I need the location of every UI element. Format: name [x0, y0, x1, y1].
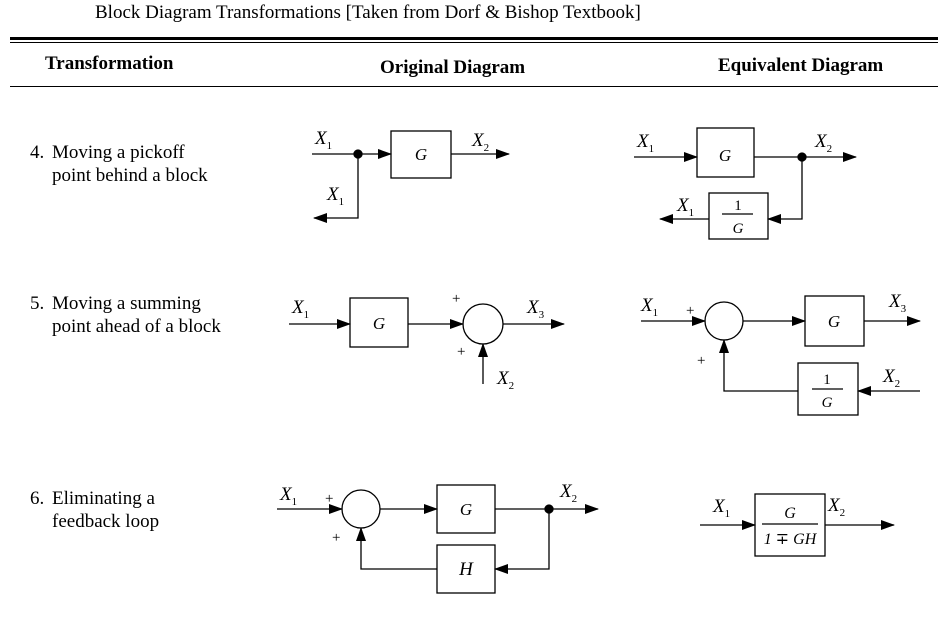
summing-junction [704, 301, 744, 341]
signal-label-x2: X2 [882, 366, 900, 390]
block-g-label: G [719, 146, 731, 165]
header-bottom-rule [10, 86, 938, 87]
pickoff-branch [313, 154, 359, 223]
signal-label-x1: X1 [279, 484, 297, 508]
header-top-thin-rule [10, 42, 938, 43]
block-inverse-g [797, 362, 859, 416]
block-g-label: G [415, 145, 427, 164]
plus-sign: + [686, 303, 694, 319]
page-title: Block Diagram Transformations [Taken fro… [95, 2, 641, 23]
fraction-numerator: 1 [734, 198, 742, 214]
row-label-line1: Moving a summing [52, 293, 201, 314]
row4-original-diagram [312, 130, 510, 223]
row-label-line2: point ahead of a block [52, 316, 221, 337]
header-top-rule [10, 37, 938, 40]
signal-label-x2: X2 [814, 131, 832, 155]
signal-label-x2: X2 [496, 368, 514, 392]
signal-label-x1: X1 [640, 295, 658, 319]
block-inverse-g [708, 192, 769, 240]
block-g-label: G [373, 314, 385, 333]
column-header-transformation: Transformation [45, 53, 174, 74]
signal-label-x1: X1 [636, 131, 654, 155]
row-label-line2: point behind a block [52, 165, 208, 186]
feedback-path [719, 339, 798, 392]
row-label-line1: Eliminating a [52, 488, 155, 509]
fraction-numerator: 1 [823, 372, 831, 388]
row-number: 6. [30, 488, 45, 509]
row-label-6: 6. Eliminating a feedback loop [30, 487, 159, 533]
fraction-denominator: G [733, 221, 744, 237]
signal-label-x2: X2 [827, 495, 845, 519]
signal-label-x1: X1 [291, 297, 309, 321]
plus-sign: + [697, 353, 705, 369]
row-label-4: 4. Moving a pickoff point behind a block [30, 141, 208, 187]
row5-original-diagram [289, 297, 565, 384]
signal-label-x1: X1 [326, 184, 344, 208]
row5-equivalent-diagram [641, 295, 921, 416]
feedback-path [356, 527, 437, 570]
signal-label-x3: X3 [888, 291, 907, 315]
row4-equivalent-diagram [634, 127, 857, 240]
block-g-label: G [828, 312, 840, 331]
signal-label-x1: X1 [676, 195, 694, 219]
plus-sign: + [332, 530, 340, 546]
plus-sign: + [457, 344, 465, 360]
row6-original-diagram [277, 484, 599, 594]
row-label-line1: Moving a pickoff [52, 142, 185, 163]
signal-label-x2: X2 [471, 130, 489, 154]
signal-label-x2: X2 [559, 481, 577, 505]
summing-junction [341, 489, 381, 529]
plus-sign: + [452, 291, 460, 307]
row-label-5: 5. Moving a summing point ahead of a bloc… [30, 292, 221, 338]
signal-label-x3: X3 [526, 297, 545, 321]
summing-junction [462, 303, 504, 345]
feedback-path [494, 509, 550, 574]
row-label-line2: feedback loop [52, 511, 160, 532]
fraction-denominator: G [822, 395, 833, 411]
block-h-label: H [458, 559, 474, 580]
row-number: 4. [30, 142, 45, 163]
block-g-label: G [460, 500, 472, 519]
signal-label-x1: X1 [314, 128, 332, 152]
block-g [696, 127, 755, 178]
column-header-original: Original Diagram [380, 57, 526, 78]
signal-label-x1: X1 [712, 496, 730, 520]
plus-sign: + [325, 491, 333, 507]
column-header-equivalent: Equivalent Diagram [718, 55, 884, 76]
fraction-denominator: 1 ∓ GH [764, 531, 818, 548]
row6-equivalent-diagram [700, 493, 895, 557]
pickoff-branch [767, 157, 803, 224]
fraction-numerator: G [784, 505, 796, 522]
row-number: 5. [30, 293, 45, 314]
block-g [349, 297, 409, 348]
